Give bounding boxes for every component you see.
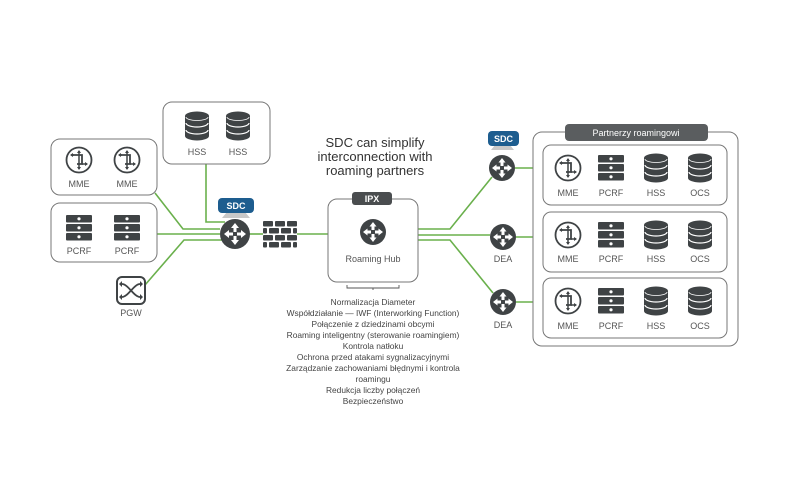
roaming-partners: Partnerzy roamingowi MME PCRF HSS OCS MM… [532, 124, 739, 347]
dea-node: DEA [490, 224, 516, 264]
pgw-switch-icon [116, 276, 146, 305]
ocs-icon [687, 219, 713, 251]
mme-icon [554, 154, 582, 182]
partner-row: MME PCRF HSS OCS [542, 277, 728, 339]
line-hub-dea-2 [418, 239, 494, 294]
hss-icon [184, 110, 210, 142]
sdc-right: SDC [488, 131, 519, 181]
line-hss-sdc [205, 164, 225, 223]
partner-row: MME PCRF HSS OCS [542, 144, 728, 206]
router-icon [490, 289, 516, 315]
pgw-node: PGW [116, 276, 146, 318]
mme-label: MME [69, 179, 90, 189]
sdc-badge-label: SDC [494, 134, 514, 144]
feature-item: Połączenie z dziedzinami obcymi [312, 319, 435, 329]
roaming-hub: IPX Roaming Hub [327, 192, 419, 290]
ocs-label: OCS [690, 321, 710, 331]
hss-label: HSS [229, 147, 248, 157]
line-pgw-sdc [144, 239, 222, 286]
title-line: roaming partners [326, 163, 425, 178]
feature-bracket [346, 285, 400, 290]
hss-label: HSS [188, 147, 207, 157]
sdc-badge-label: SDC [226, 201, 246, 211]
dea-label: DEA [494, 254, 513, 264]
ocs-icon [687, 285, 713, 317]
sdc-badge: SDC [488, 131, 519, 150]
ocs-label: OCS [690, 188, 710, 198]
hss-icon [643, 219, 669, 251]
hss-group-box [162, 101, 271, 165]
hss-icon [225, 110, 251, 142]
mme-icon [554, 221, 582, 249]
partners-tab [565, 124, 708, 141]
mme-group: MME MME [50, 138, 158, 196]
title-line: interconnection with [318, 149, 433, 164]
partner-row: MME PCRF HSS OCS [542, 211, 728, 273]
router-icon [220, 219, 250, 249]
hss-group: HSS HSS [162, 101, 271, 165]
pcrf-server-icon [598, 288, 624, 314]
mme-group-box [50, 138, 158, 196]
hss-label: HSS [647, 254, 666, 264]
feature-item: Współdziałanie — IWF (Interworking Funct… [287, 308, 460, 318]
pcrf-label: PCRF [115, 246, 140, 256]
pcrf-server-icon [598, 222, 624, 248]
router-icon [360, 219, 386, 245]
mme-icon [554, 287, 582, 315]
dea-label: DEA [494, 320, 513, 330]
mme-icon [113, 146, 141, 174]
hss-label: HSS [647, 188, 666, 198]
sdc-badge: SDC [218, 198, 254, 218]
line-hub-sdc-right [418, 176, 493, 230]
feature-item: Zarządzanie zachowaniami błędnymi i kont… [286, 363, 460, 373]
feature-item: Bezpieczeństwo [343, 396, 404, 406]
pgw-label: PGW [120, 308, 142, 318]
pcrf-server-icon [66, 215, 92, 241]
sdc-left: SDC [218, 198, 254, 249]
dea-node: DEA [490, 289, 516, 330]
pcrf-label: PCRF [599, 321, 624, 331]
ocs-label: OCS [690, 254, 710, 264]
line-mme-sdc [154, 192, 220, 230]
pcrf-group: PCRF PCRF [50, 202, 158, 263]
router-icon [490, 224, 516, 250]
router-icon [489, 155, 515, 181]
feature-item: Redukcja liczby połączeń [326, 385, 420, 395]
feature-item: Ochrona przed atakami sygnalizacyjnymi [297, 352, 449, 362]
feature-item: Normalizacja Diameter [331, 297, 416, 307]
pcrf-server-icon [114, 215, 140, 241]
mme-label: MME [117, 179, 138, 189]
pcrf-server-icon [598, 155, 624, 181]
ipx-tab-label: IPX [365, 194, 380, 204]
feature-item: roamingu [356, 374, 391, 384]
hss-label: HSS [647, 321, 666, 331]
mme-label: MME [558, 254, 579, 264]
mme-label: MME [558, 188, 579, 198]
firewall-icon [263, 221, 297, 248]
hss-icon [643, 152, 669, 184]
mme-label: MME [558, 321, 579, 331]
title-line: SDC can simplify [326, 135, 425, 150]
connection-lines [144, 164, 543, 303]
hss-icon [643, 285, 669, 317]
mme-icon [65, 146, 93, 174]
pcrf-label: PCRF [67, 246, 92, 256]
diagram-title: SDC can simplify interconnection with ro… [318, 135, 433, 178]
features-list: Normalizacja Diameter Współdziałanie — I… [286, 297, 460, 406]
partners-title: Partnerzy roamingowi [592, 128, 679, 138]
pcrf-label: PCRF [599, 188, 624, 198]
ocs-icon [687, 152, 713, 184]
feature-item: Kontrola natłoku [343, 341, 404, 351]
ipx-tab [352, 192, 392, 205]
feature-item: Roaming inteligentny (sterowanie roaming… [287, 330, 460, 340]
roaming-hub-label: Roaming Hub [345, 254, 400, 264]
pcrf-label: PCRF [599, 254, 624, 264]
